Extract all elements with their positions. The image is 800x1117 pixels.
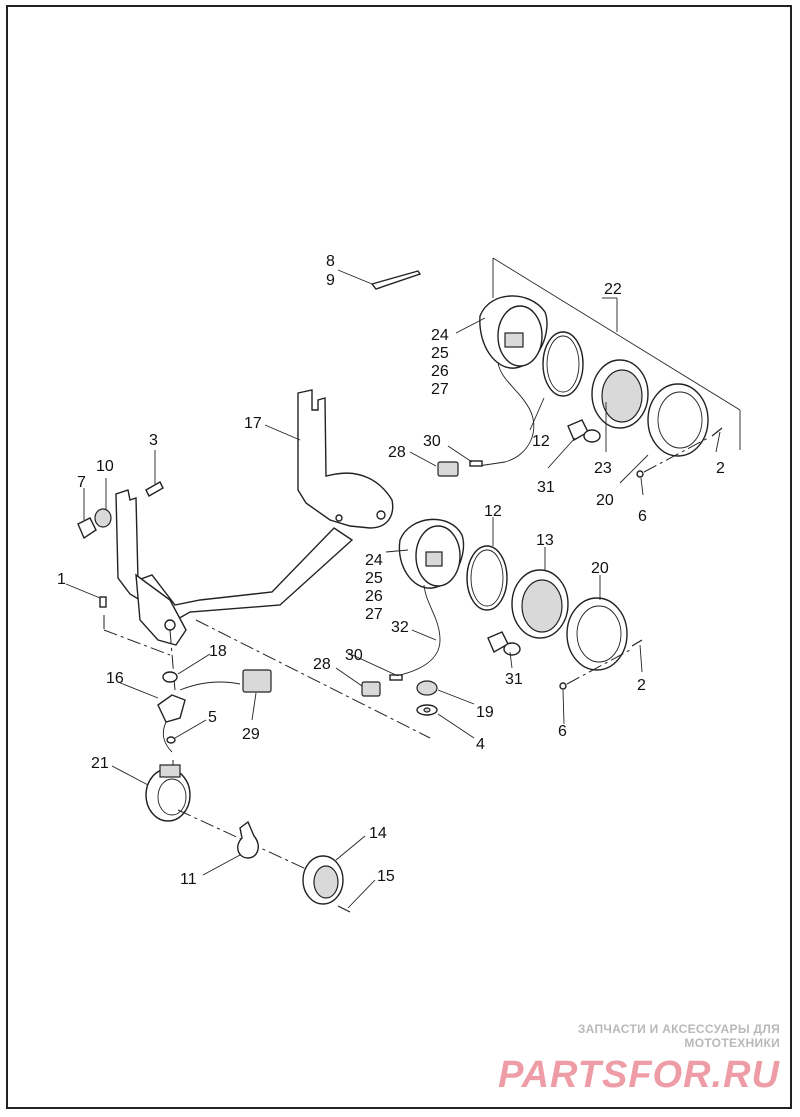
connector-29 (242, 669, 272, 693)
callout-26-upper: 26 (431, 363, 449, 380)
diagram-frame (6, 5, 792, 1109)
lower-lamp-bulb (487, 631, 521, 656)
upper-connector (437, 460, 483, 477)
callout-27-upper: 27 (431, 381, 449, 398)
callout-24-lower: 24 (365, 552, 383, 569)
callout-4: 4 (476, 736, 485, 753)
callout-13: 13 (536, 532, 554, 549)
callout-25-lower: 25 (365, 570, 383, 587)
signal-bulb-11 (237, 820, 259, 859)
callout-22: 22 (604, 281, 622, 298)
callout-31-upper: 31 (537, 479, 555, 496)
callout-21: 21 (91, 755, 109, 772)
callout-15: 15 (377, 868, 395, 885)
nut-parts (77, 508, 112, 540)
washer-18 (162, 671, 178, 683)
lower-lamp-screw (559, 639, 643, 690)
lower-lamp-gasket (466, 545, 508, 611)
callout-12-lower: 12 (484, 503, 502, 520)
upper-lamp-housing (477, 295, 548, 467)
leader-lines (65, 297, 721, 909)
callout-12-upper: 12 (532, 433, 550, 450)
callout-20-upper: 20 (596, 492, 614, 509)
callout-28-lower: 28 (313, 656, 331, 673)
callout-24-upper: 24 (431, 327, 449, 344)
harness-16 (157, 681, 241, 753)
upper-lamp-lens (591, 359, 649, 429)
callout-6-lower: 6 (558, 723, 567, 740)
callout-2-lower: 2 (637, 677, 646, 694)
washer-4 (416, 704, 438, 716)
callout-16: 16 (106, 670, 124, 687)
callout-32: 32 (391, 619, 409, 636)
lower-lamp-housing (397, 518, 465, 679)
lower-lamp-lens (511, 569, 569, 639)
callout-1: 1 (57, 571, 66, 588)
callout-6-upper: 6 (638, 508, 647, 525)
callout-30-lower: 30 (345, 647, 363, 664)
callout-2-upper: 2 (716, 460, 725, 477)
callout-10: 10 (96, 458, 114, 475)
kit-bracket-22 (492, 257, 741, 450)
callout-26-lower: 26 (365, 588, 383, 605)
callout-3: 3 (149, 432, 158, 449)
callout-8: 8 (326, 253, 335, 270)
callout-7: 7 (77, 474, 86, 491)
mounting-bracket (115, 389, 394, 646)
grommet-19 (416, 680, 438, 696)
callout-9: 9 (326, 272, 335, 289)
bolt-1 (99, 596, 107, 608)
signal-lens-14 (302, 855, 344, 905)
callout-5: 5 (208, 709, 217, 726)
pin-part (337, 269, 422, 290)
callout-27-lower: 27 (365, 606, 383, 623)
callout-29: 29 (242, 726, 260, 743)
watermark-logo: PARTSFOR.RU (498, 1054, 780, 1096)
callout-11: 11 (180, 871, 197, 888)
screw-15 (337, 905, 351, 913)
callout-18: 18 (209, 643, 227, 660)
callout-14: 14 (369, 825, 387, 842)
signal-housing-21 (145, 764, 191, 822)
callout-25-upper: 25 (431, 345, 449, 362)
watermark-caption: ЗАПЧАСТИ И АКСЕССУАРЫ ДЛЯ МОТОТЕХНИКИ (577, 1022, 780, 1050)
callout-17: 17 (244, 415, 262, 432)
lower-connector (361, 674, 403, 697)
callout-28-upper: 28 (388, 444, 406, 461)
lower-lamp-trim-ring (566, 597, 628, 671)
nut-5 (166, 736, 176, 744)
upper-lamp-trim-ring (647, 383, 709, 457)
callout-31-lower: 31 (505, 671, 523, 688)
callout-numbers: 8 9 22 24 25 26 27 17 3 7 10 30 28 12 31… (57, 253, 725, 888)
callout-30-upper: 30 (423, 433, 441, 450)
upper-lamp-screw (636, 427, 723, 478)
callout-19: 19 (476, 704, 494, 721)
upper-lamp-bulb (567, 419, 601, 443)
callout-23: 23 (594, 460, 612, 477)
callout-20-lower: 20 (591, 560, 609, 577)
stud-part (145, 481, 164, 497)
upper-lamp-gasket (542, 331, 584, 397)
watermark: ЗАПЧАСТИ И АКСЕССУАРЫ ДЛЯ МОТОТЕХНИКИ PA… (480, 1022, 780, 1097)
